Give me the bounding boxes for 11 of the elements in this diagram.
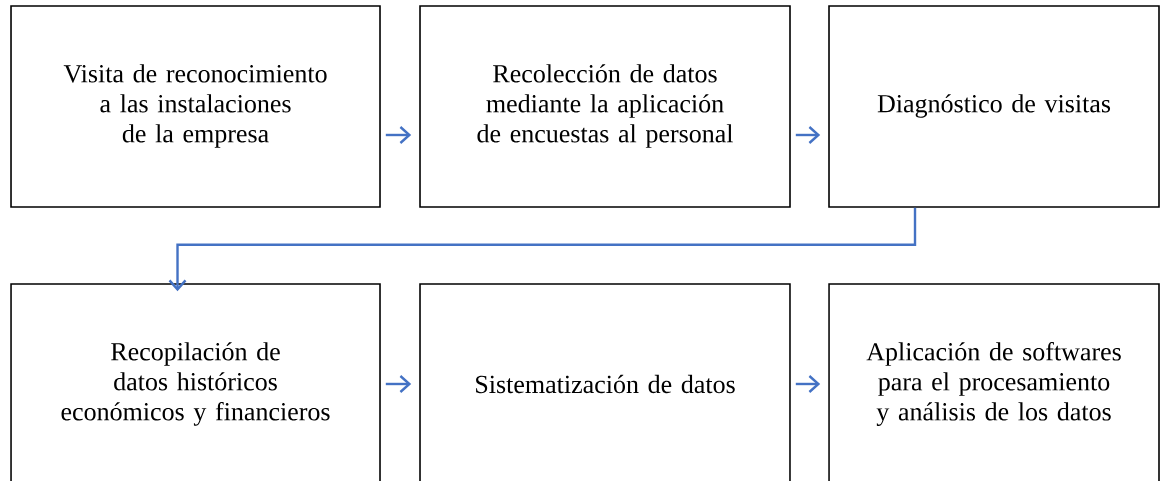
process-box: Sistematización de datos (419, 283, 791, 481)
process-box: Visita de reconocimiento a las instalaciones de la empresa (10, 5, 381, 208)
arrow (399, 375, 412, 393)
process-box: Aplicación de softwares para el procesamiento y análisis de los datos (828, 283, 1160, 481)
arrow (808, 126, 821, 144)
arrow (399, 126, 412, 144)
process-box: Recolección de datos mediante la aplicación de encuestas al personal (419, 5, 791, 208)
process-box: Recopilación de datos históricos económicos y financieros (10, 283, 381, 481)
arrow (808, 375, 821, 393)
arrow (168, 207, 917, 292)
process-box: Diagnóstico de visitas (828, 5, 1160, 208)
